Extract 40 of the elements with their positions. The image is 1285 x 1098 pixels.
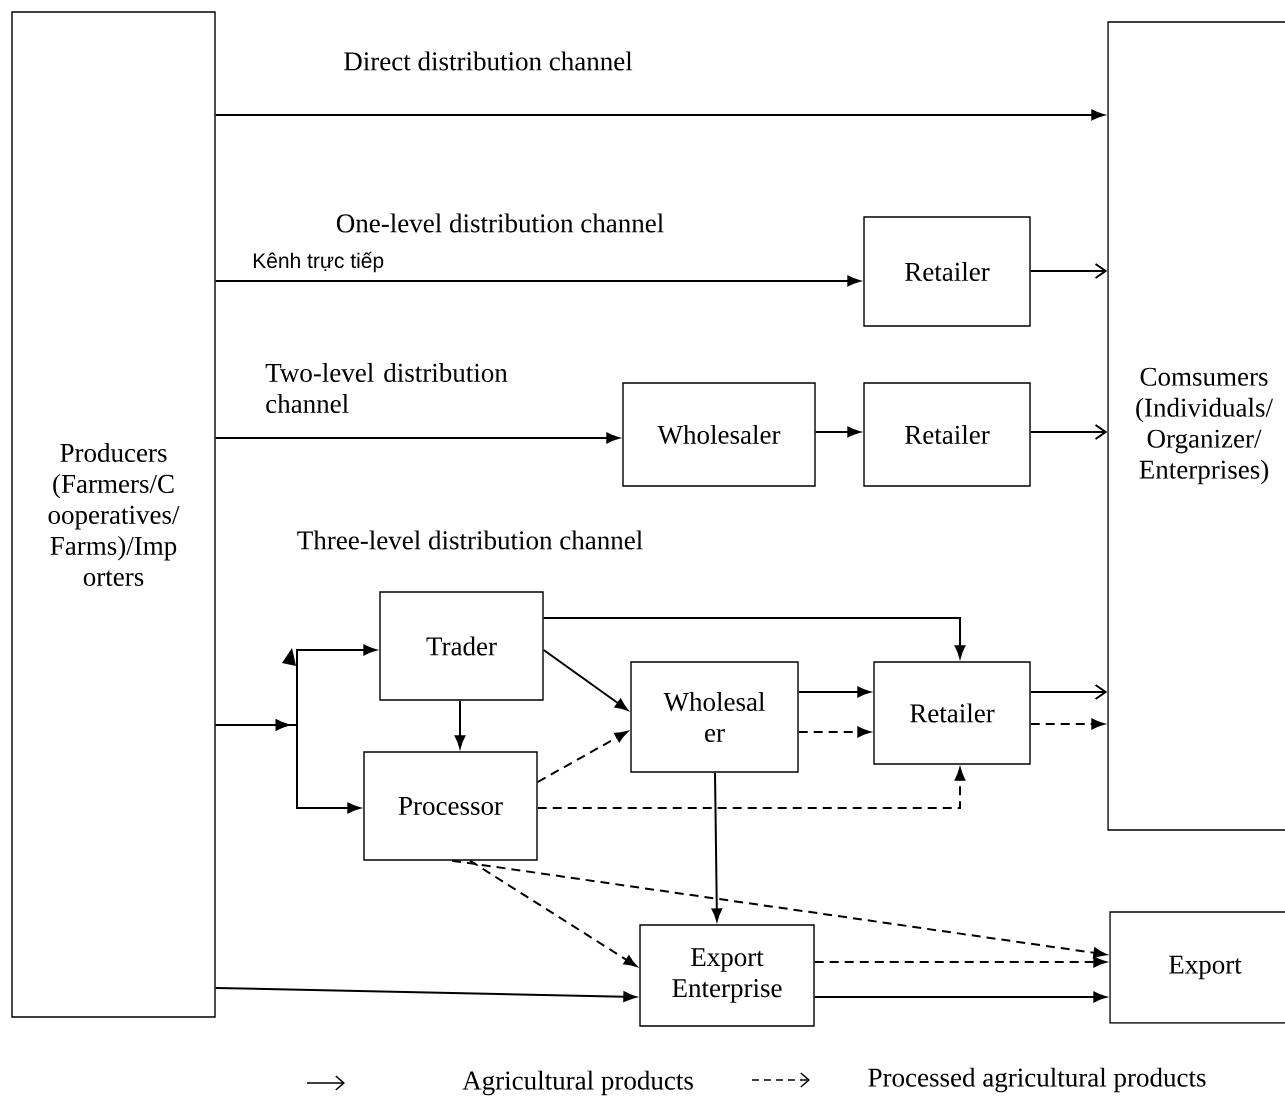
process-box: Retailer — [863, 382, 1031, 487]
arrow — [542, 649, 628, 711]
arrow — [797, 726, 871, 738]
channel-label: Direct distribution channel — [344, 51, 633, 71]
legend-text: Agricultural products — [462, 1070, 693, 1096]
consumers-box: Comsumers (Individuals/ Organizer/ Enterprises) — [1107, 21, 1285, 831]
arrow — [454, 699, 466, 749]
overlapped-text: Kênh trực tiếp — [253, 251, 384, 273]
arrow — [214, 109, 1105, 121]
arrow — [451, 859, 1107, 959]
arrow — [469, 859, 637, 967]
process-box: Wholesaler — [622, 382, 816, 487]
arrow — [214, 432, 620, 444]
arrow — [214, 275, 861, 287]
export-box: Export — [1109, 911, 1285, 1024]
arrow — [711, 771, 723, 922]
arrow — [1029, 718, 1105, 730]
arrow — [813, 991, 1107, 1003]
arrow — [542, 617, 966, 659]
process-box: Processor — [363, 751, 538, 861]
arrow — [814, 426, 861, 438]
producers-box: Producers (Farmers/C ooperatives/ Farms)/Imp orters — [11, 11, 216, 1018]
channel-label: Three-level distribution channel — [297, 530, 643, 550]
legend-text: Processed agricultural products — [868, 1067, 1206, 1093]
channel-label: One-level distribution channel — [336, 213, 664, 233]
arrow — [797, 686, 871, 698]
process-box: Export Enterprise — [639, 924, 815, 1027]
process-box: Wholesal er — [630, 661, 799, 773]
process-box: Trader — [379, 591, 544, 701]
arrow — [214, 987, 637, 1002]
process-box: Retailer — [873, 661, 1031, 765]
arrow — [1029, 263, 1108, 279]
arrow — [536, 731, 628, 783]
channel-label: Two-level distribution channel — [265, 363, 508, 413]
arrow — [1029, 684, 1108, 700]
arrow — [1029, 424, 1108, 440]
process-box: Retailer — [863, 216, 1031, 327]
arrow — [214, 719, 361, 814]
arrow — [536, 767, 966, 809]
arrow — [813, 956, 1107, 968]
